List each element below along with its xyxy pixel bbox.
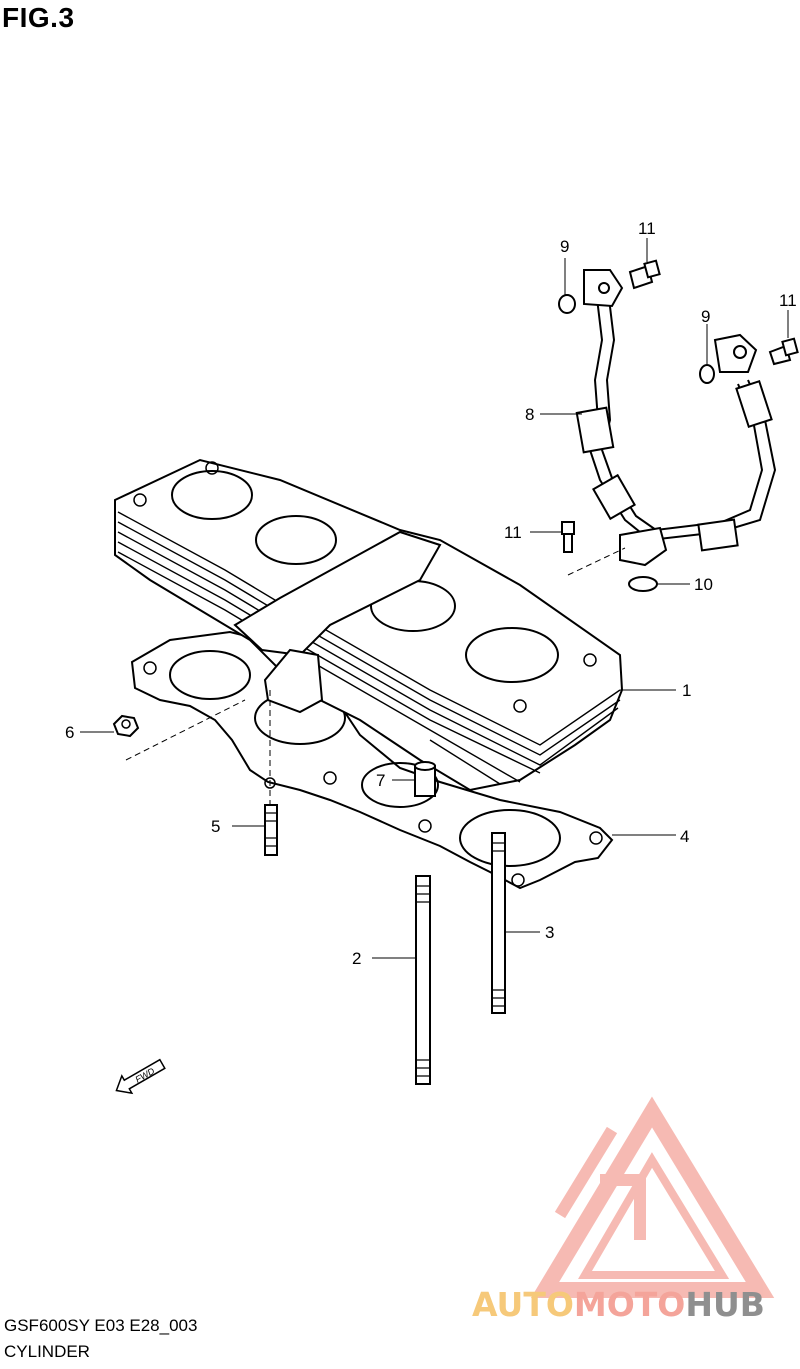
cylinder-block [114,458,624,792]
o-ring-right [699,364,715,384]
figure-title: FIG.3 [2,2,75,33]
gasket-bore-4 [459,809,561,867]
callout-7: 7 [376,771,385,790]
callout-3: 3 [545,923,554,942]
callout-11-top: 11 [638,219,656,238]
leader-lines [80,238,789,959]
gasket-bore-1 [169,650,251,700]
callout-2: 2 [352,949,361,968]
hose-bolt-left [561,521,575,553]
watermark-brand-moto: MOTO [574,1285,685,1324]
automotohub-logo-mark [530,1096,775,1298]
callout-11-left: 11 [504,523,522,542]
callout-10: 10 [694,575,713,594]
callout-9-right: 9 [701,307,710,326]
o-ring-upper [558,294,576,314]
cylinder-nut [112,714,140,738]
watermark-brand: AUTOMOTOHUB [472,1285,765,1324]
callout-6: 6 [65,723,74,742]
callout-9-upper: 9 [560,237,569,256]
watermark-brand-hub: HUB [685,1285,765,1324]
callout-5: 5 [211,817,220,836]
stud-bolt-long [415,875,431,1085]
gasket-bore-3 [361,762,439,808]
callout-11-right: 11 [779,291,797,310]
stud-bolt-medium [491,832,506,1014]
callout-8: 8 [525,405,534,424]
watermark-brand-auto: AUTO [472,1285,574,1324]
oil-hose-assembly [575,269,777,567]
part-group-name: CYLINDER [4,1342,90,1361]
hose-bolt-right [768,337,799,366]
hose-bolt-top [628,259,661,290]
o-ring-lower [628,576,658,592]
callout-4: 4 [680,827,689,846]
forward-direction-arrow: FWD [115,1058,166,1095]
dowel-pin [414,761,436,797]
callout-1: 1 [682,681,691,700]
model-code: GSF600SY E03 E28_003 [4,1316,198,1335]
stud-bolt-short [264,804,278,856]
